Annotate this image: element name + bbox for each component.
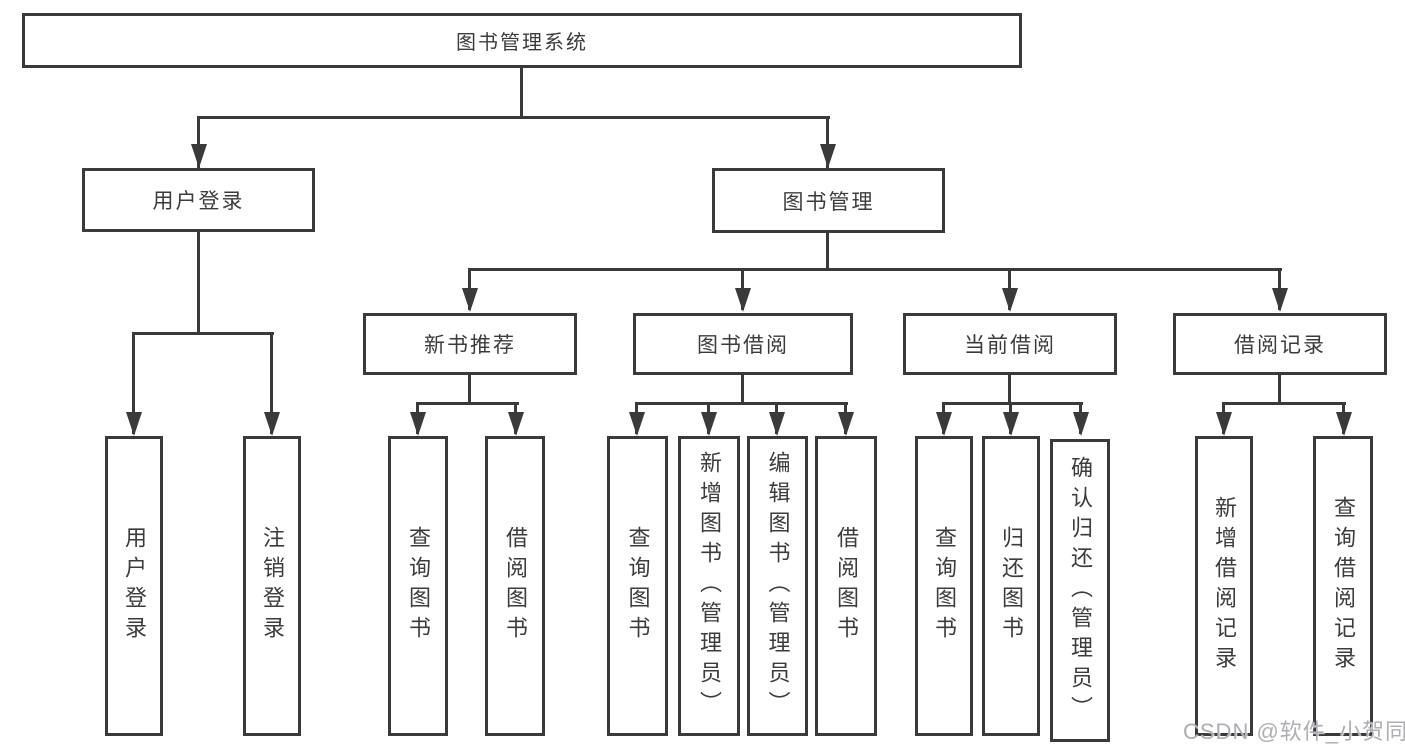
leaf-user-login-label: 用户登录 bbox=[122, 526, 147, 646]
arrow-down-icon bbox=[936, 412, 952, 436]
leaf-current-query-books: 查询图书 bbox=[915, 436, 973, 736]
leaf-borrow-add-books: 新增图书（管理员） bbox=[678, 436, 740, 736]
arrow-down-icon bbox=[1216, 412, 1232, 436]
arrow-down-icon bbox=[820, 144, 836, 168]
node-book-management: 图书管理 bbox=[712, 168, 945, 233]
node-book-management-label: 图书管理 bbox=[782, 190, 875, 214]
arrow-down-icon bbox=[838, 412, 854, 436]
leaf-current-return-books: 归还图书 bbox=[982, 436, 1040, 736]
node-book-borrowing-label: 图书借阅 bbox=[697, 334, 789, 357]
connector-line bbox=[416, 402, 519, 405]
leaf-logout-label: 注销登录 bbox=[260, 526, 285, 646]
node-new-book-recommendation-label: 新书推荐 bbox=[424, 334, 516, 357]
node-new-book-recommendation: 新书推荐 bbox=[363, 313, 577, 375]
leaf-record-query-label: 查询借阅记录 bbox=[1331, 496, 1356, 676]
connector-line bbox=[468, 268, 1282, 271]
leaf-borrow-edit-books-label: 编辑图书（管理员） bbox=[765, 451, 791, 721]
node-current-borrowing: 当前借阅 bbox=[903, 313, 1117, 375]
arrow-down-icon bbox=[264, 412, 280, 436]
connector-line bbox=[1278, 375, 1281, 405]
connector-line bbox=[132, 332, 135, 434]
connector-line bbox=[741, 375, 744, 405]
arrow-down-icon bbox=[1336, 412, 1352, 436]
node-user-login-label: 用户登录 bbox=[152, 190, 245, 213]
leaf-borrow-query-books: 查询图书 bbox=[607, 436, 668, 736]
leaf-logout: 注销登录 bbox=[243, 436, 301, 736]
connector-line bbox=[635, 402, 848, 405]
node-book-borrowing: 图书借阅 bbox=[633, 313, 853, 375]
connector-line bbox=[520, 68, 523, 119]
arrow-down-icon bbox=[1272, 288, 1288, 312]
connector-line bbox=[270, 332, 273, 434]
node-library-management-system-label: 图书管理系统 bbox=[456, 32, 588, 54]
arrow-down-icon bbox=[769, 412, 785, 436]
leaf-current-return-books-label: 归还图书 bbox=[999, 526, 1024, 646]
leaf-borrow-query-books-label: 查询图书 bbox=[625, 526, 651, 646]
node-library-management-system: 图书管理系统 bbox=[22, 13, 1022, 68]
node-borrowing-records-label: 借阅记录 bbox=[1234, 334, 1326, 357]
arrow-down-icon bbox=[462, 288, 478, 312]
leaf-new-borrow-books: 借阅图书 bbox=[485, 436, 545, 736]
leaf-current-confirm-return-label: 确认归还（管理员） bbox=[1068, 455, 1093, 726]
leaf-new-query-books: 查询图书 bbox=[388, 436, 448, 736]
leaf-borrow-edit-books: 编辑图书（管理员） bbox=[747, 436, 808, 736]
connector-line bbox=[1222, 402, 1346, 405]
connector-line bbox=[942, 402, 1083, 405]
leaf-new-borrow-books-label: 借阅图书 bbox=[503, 526, 528, 646]
node-user-login: 用户登录 bbox=[82, 168, 315, 232]
node-current-borrowing-label: 当前借阅 bbox=[964, 334, 1056, 357]
leaf-user-login: 用户登录 bbox=[105, 436, 163, 736]
arrow-down-icon bbox=[1003, 412, 1019, 436]
leaf-borrow-add-books-label: 新增图书（管理员） bbox=[697, 451, 722, 721]
arrow-down-icon bbox=[410, 412, 426, 436]
arrow-down-icon bbox=[1002, 288, 1018, 312]
arrow-down-icon bbox=[1073, 412, 1089, 436]
leaf-current-confirm-return: 确认归还（管理员） bbox=[1050, 439, 1110, 742]
connector-line bbox=[826, 116, 829, 168]
arrow-down-icon bbox=[701, 412, 717, 436]
leaf-current-query-books-label: 查询图书 bbox=[932, 526, 957, 646]
watermark: CSDN @软件_小贺同学 bbox=[1183, 719, 1405, 744]
leaf-new-query-books-label: 查询图书 bbox=[406, 526, 431, 646]
leaf-borrow-borrow-books-label: 借阅图书 bbox=[834, 526, 859, 646]
arrow-down-icon bbox=[126, 412, 142, 436]
node-borrowing-records: 借阅记录 bbox=[1173, 313, 1387, 375]
connector-line bbox=[1008, 375, 1011, 405]
arrow-down-icon bbox=[735, 288, 751, 312]
leaf-record-add: 新增借阅记录 bbox=[1195, 436, 1253, 736]
connector-line bbox=[826, 233, 829, 271]
connector-line bbox=[468, 375, 471, 405]
leaf-record-query: 查询借阅记录 bbox=[1313, 436, 1373, 736]
connector-line bbox=[132, 332, 274, 335]
arrow-down-icon bbox=[508, 412, 524, 436]
arrow-down-icon bbox=[629, 412, 645, 436]
connector-line bbox=[197, 232, 200, 335]
arrow-down-icon bbox=[191, 144, 207, 168]
connector-line bbox=[197, 116, 200, 168]
connector-line bbox=[198, 116, 830, 119]
leaf-borrow-borrow-books: 借阅图书 bbox=[815, 436, 877, 736]
leaf-record-add-label: 新增借阅记录 bbox=[1212, 496, 1237, 676]
